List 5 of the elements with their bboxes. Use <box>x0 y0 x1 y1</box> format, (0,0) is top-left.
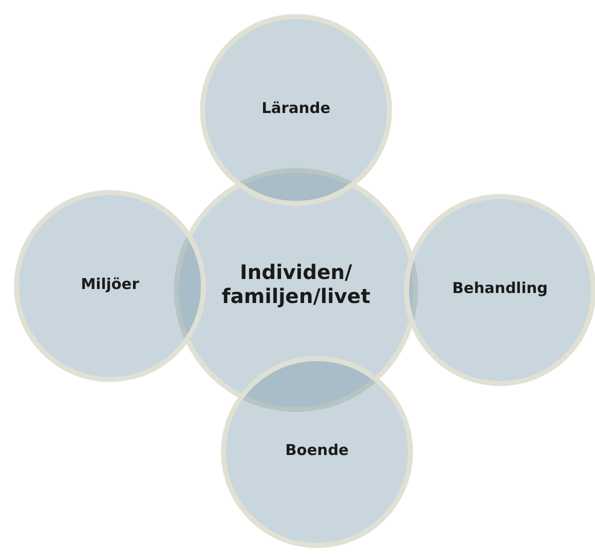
circle-label: Miljöer <box>80 275 140 293</box>
circle-label: Behandling <box>452 279 548 297</box>
circle-label: Boende <box>285 441 349 459</box>
circle-label: Individen/ familjen/livet <box>220 260 372 308</box>
circle-label: Lärande <box>262 99 330 117</box>
